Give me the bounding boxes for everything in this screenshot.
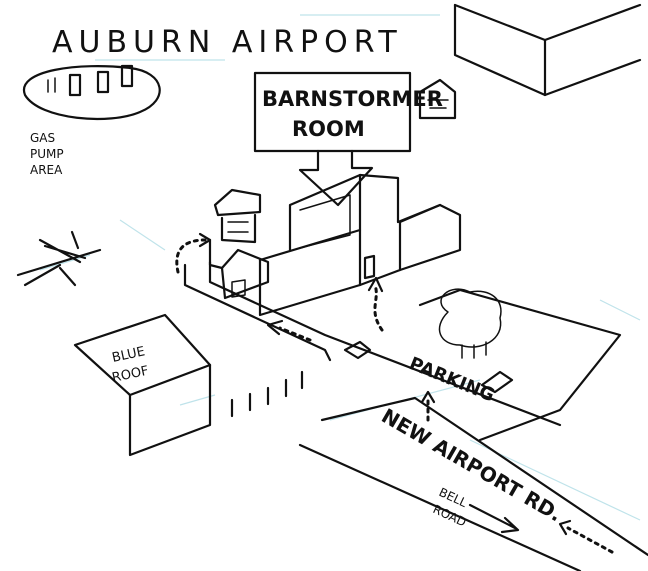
small-shed	[418, 78, 457, 120]
callout-line-2: ROOM	[292, 117, 365, 141]
blue-roof-building	[73, 313, 212, 457]
main-road	[298, 396, 648, 571]
gas-pump-label-3: AREA	[30, 163, 63, 177]
barnstormer-callout	[253, 71, 412, 207]
airplane-icon	[16, 230, 102, 287]
gas-pump-label-1: GAS	[30, 131, 55, 145]
gas-pump-area	[22, 64, 161, 121]
control-tower	[213, 188, 262, 244]
bell-road-arrow	[468, 503, 520, 534]
main-road-arrow	[558, 519, 572, 536]
parking-lot	[418, 288, 622, 442]
access-arrow-left	[198, 232, 212, 248]
bollards	[230, 370, 304, 418]
blue-roof-label-2: ROOF	[111, 364, 150, 386]
blue-roof-label-1: BLUE	[111, 344, 147, 366]
entrance-path	[373, 283, 384, 332]
main-road-direction	[566, 526, 614, 554]
parking-arrow	[420, 390, 436, 404]
car-icon-1	[343, 340, 372, 360]
access-road	[183, 260, 562, 427]
callout-line-1: BARNSTORMER	[262, 87, 443, 111]
access-path-left	[175, 238, 207, 274]
entrance-arrow	[367, 276, 384, 293]
gas-pump-label-2: PUMP	[30, 147, 64, 161]
main-building	[258, 173, 462, 317]
hangar-building	[453, 3, 642, 97]
access-road-direction	[278, 326, 312, 342]
access-road-arrow	[266, 319, 284, 336]
map-title: AUBURN AIRPORT	[52, 25, 403, 60]
road-main-label: NEW AIRPORT RD.	[378, 404, 567, 527]
parking-label: PARKING	[406, 353, 497, 406]
